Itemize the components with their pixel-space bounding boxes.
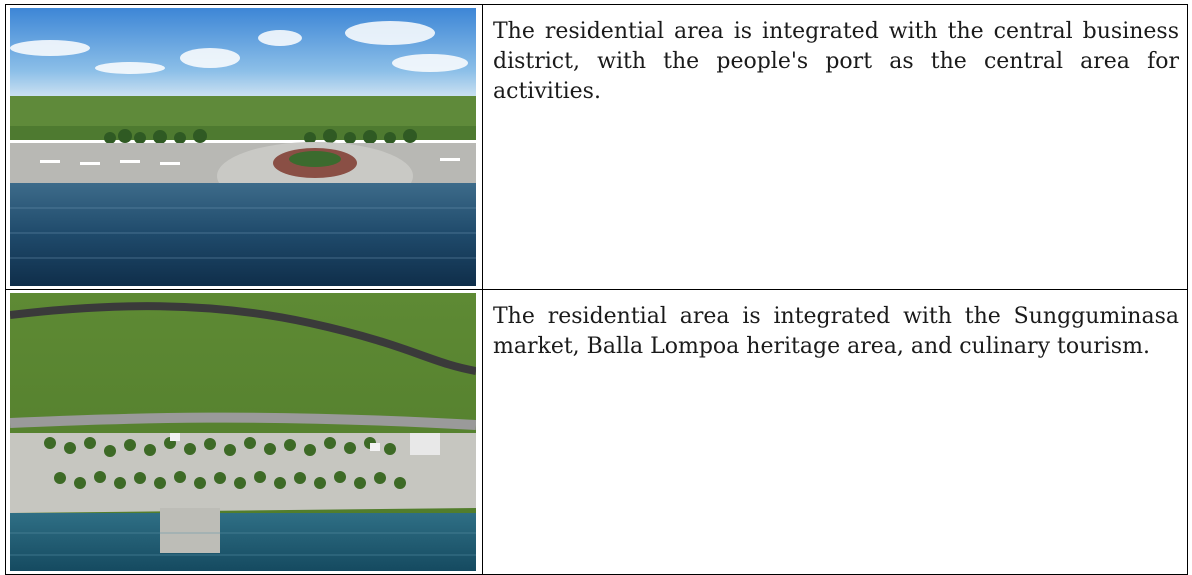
- table-row: The residential area is integrated with …: [5, 289, 1188, 575]
- table-row: The residential area is integrated with …: [5, 4, 1188, 290]
- riverside-park-render-image: [10, 293, 476, 571]
- caption-cell: The residential area is integrated with …: [482, 289, 1188, 575]
- image-cell: [5, 289, 483, 575]
- image-cell: [5, 4, 483, 290]
- port-plaza-render-image: [10, 8, 476, 286]
- document-table: The residential area is integrated with …: [5, 4, 1188, 575]
- caption-cell: The residential area is integrated with …: [482, 4, 1188, 290]
